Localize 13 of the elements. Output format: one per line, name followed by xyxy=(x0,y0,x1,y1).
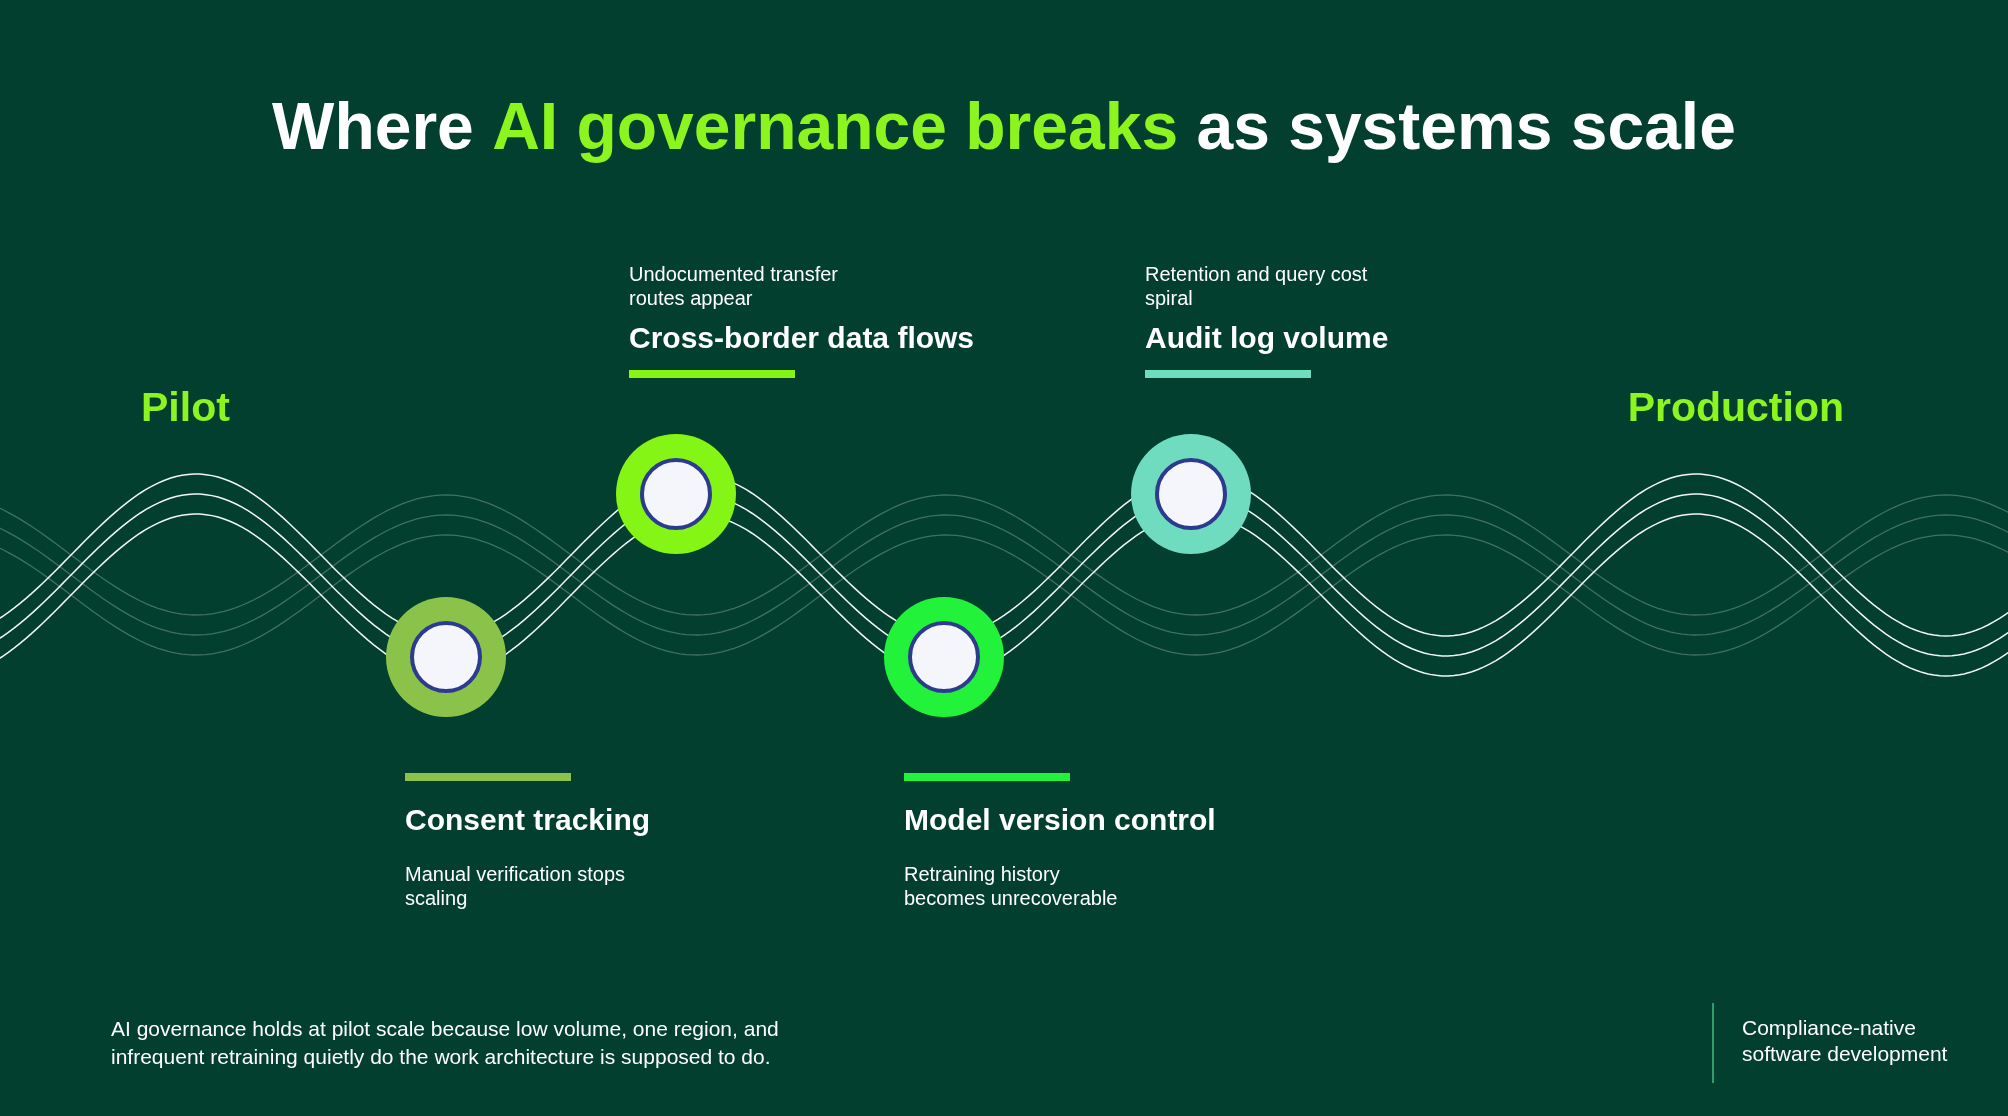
milestone-description: Undocumented transfer routes appear xyxy=(629,262,839,310)
footnote: AI governance holds at pilot scale because low volume, one region, and infrequent retraining quietly do the work architecture is supposed to do. xyxy=(111,1016,780,1070)
milestone-description: Retraining history becomes unrecoverable xyxy=(904,862,1119,910)
milestone-title: Consent tracking xyxy=(405,803,651,837)
title: Where AI governance breaks as systems scale xyxy=(271,88,1737,164)
milestone-title: Audit log volume xyxy=(1145,321,1389,355)
milestone-title: Model version control xyxy=(904,803,1216,837)
milestone-description: Retention and query cost spiral xyxy=(1145,262,1369,310)
stage-label: Production xyxy=(1627,384,1844,431)
milestone-description: Manual verification stops scaling xyxy=(405,862,627,910)
tagline: Compliance-native software development xyxy=(1742,1015,1949,1067)
stage-label: Pilot xyxy=(141,384,230,431)
milestone-title: Cross-border data flows xyxy=(629,321,975,355)
